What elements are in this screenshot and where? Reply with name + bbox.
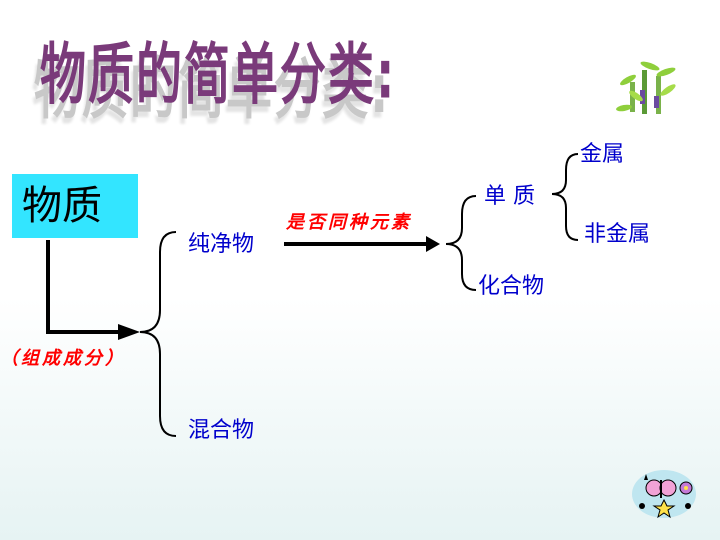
node-compound: 化合物 <box>478 274 545 299</box>
slide-title: 物质的简单分类: <box>40 35 397 114</box>
brace-metal-nonmetal <box>551 153 579 241</box>
butterfly-flowers-clipart-icon <box>632 470 696 519</box>
node-mixture: 混合物 <box>188 418 255 443</box>
bamboo-clipart-icon <box>616 61 676 114</box>
node-nonmetal: 非金属 <box>584 222 651 247</box>
node-metal: 金属 <box>580 142 625 167</box>
root-connector <box>46 240 120 334</box>
node-pure: 纯净物 <box>188 232 255 257</box>
root-label: 物质 <box>22 183 102 229</box>
root-arrowhead <box>118 324 140 340</box>
root-box: 物质 <box>12 174 138 238</box>
element-arrowhead <box>426 236 440 252</box>
brace-simple-compound <box>445 195 477 291</box>
node-simple: 单 质 <box>484 184 535 209</box>
brace-pure-mixture <box>139 231 177 437</box>
element-note: 是否同种元素 <box>286 212 412 233</box>
composition-note: （组成成分） <box>0 348 126 369</box>
